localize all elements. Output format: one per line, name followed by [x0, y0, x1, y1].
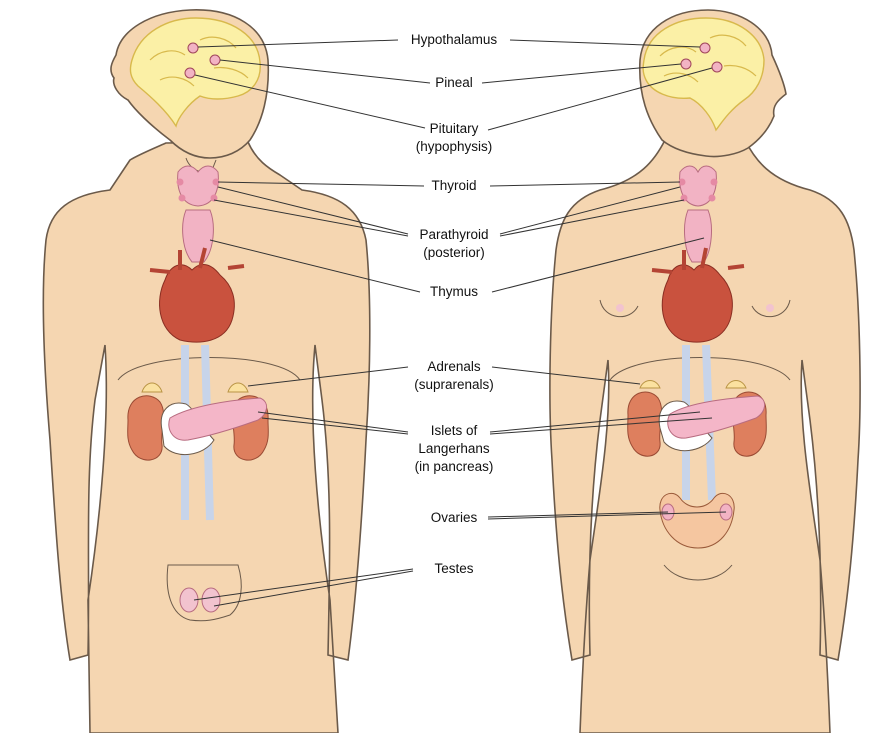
female-heart [661, 264, 733, 343]
label-adrenals-line2: (suprarenals) [414, 377, 494, 392]
male-thymus [182, 209, 214, 263]
pituitary-dot-female [711, 61, 723, 73]
label-ovaries-text: Ovaries [430, 510, 478, 525]
female-uterus [659, 492, 735, 549]
label-hypothalamus: Hypothalamus [369, 31, 539, 49]
label-parathyroid-line2: (posterior) [423, 245, 485, 260]
label-thyroid-text: Thyroid [431, 178, 477, 193]
hypothalamus-dot-female [699, 42, 711, 54]
label-pituitary-line1: Pituitary [429, 121, 479, 136]
pituitary-dot-male [184, 67, 196, 79]
label-ovaries: Ovaries [369, 509, 539, 527]
label-islets-line2: Langerhans [418, 441, 490, 456]
label-hypothalamus-text: Hypothalamus [410, 32, 498, 47]
female-thyroid [679, 165, 717, 207]
label-islets-line3: (in pancreas) [414, 459, 494, 474]
label-islets: Islets of Langerhans (in pancreas) [369, 422, 539, 476]
label-adrenals: Adrenals (suprarenals) [369, 358, 539, 394]
label-adrenals-line1: Adrenals [427, 359, 481, 374]
label-thymus: Thymus [369, 283, 539, 301]
pineal-dot-male [209, 54, 221, 66]
hypothalamus-dot-male [187, 42, 199, 54]
male-heart [159, 264, 235, 343]
label-testes: Testes [369, 560, 539, 578]
male-pancreas [168, 397, 267, 441]
label-parathyroid: Parathyroid (posterior) [369, 226, 539, 262]
female-pancreas [667, 395, 765, 439]
label-testes-text: Testes [434, 561, 474, 576]
male-kidney-left [127, 395, 165, 461]
label-pineal: Pineal [369, 74, 539, 92]
female-kidney-left [627, 391, 663, 457]
male-thyroid [177, 165, 219, 207]
label-thymus-text: Thymus [429, 284, 478, 299]
pineal-dot-female [680, 58, 692, 70]
label-pituitary-line2: (hypophysis) [415, 139, 493, 154]
label-thyroid: Thyroid [369, 177, 539, 195]
female-figure [549, 9, 861, 733]
label-pineal-text: Pineal [435, 75, 473, 90]
label-islets-line1: Islets of [430, 423, 478, 438]
leader-lines [193, 39, 727, 607]
male-figure [42, 9, 371, 733]
label-parathyroid-line1: Parathyroid [419, 227, 489, 242]
label-pituitary: Pituitary (hypophysis) [369, 120, 539, 156]
female-thymus [684, 209, 712, 263]
